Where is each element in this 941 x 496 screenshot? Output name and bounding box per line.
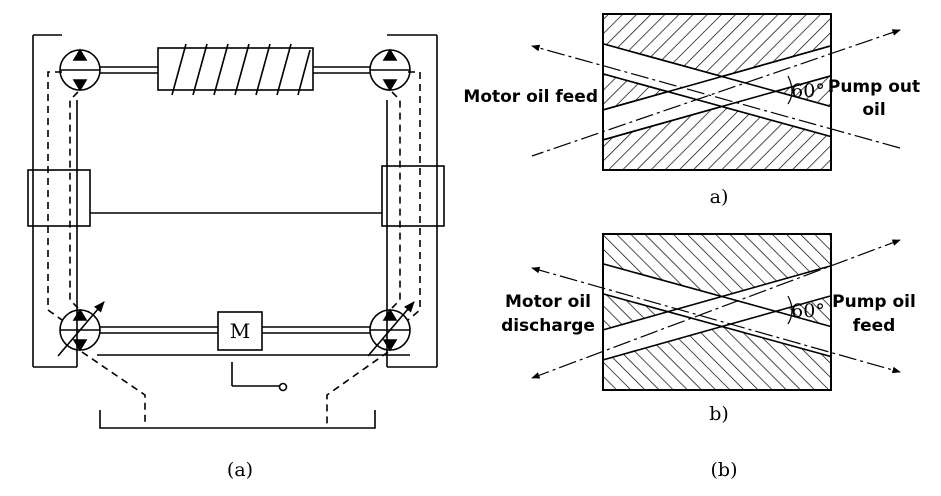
valve-section-b: [531, 233, 901, 391]
spring-coil: [171, 43, 311, 96]
angle-label-b: 60°: [791, 300, 825, 322]
spring-coil-body: [157, 47, 314, 91]
drain-lines: [81, 351, 389, 425]
caption-sub-b: b): [709, 403, 729, 425]
terminal-dot: [278, 382, 288, 392]
caption-sub-a: a): [710, 186, 729, 208]
top-right-hydraulic-motor: [369, 48, 411, 92]
label-motor-oil-discharge-line1: Motor oil: [505, 292, 591, 312]
electric-motor-box: [217, 311, 263, 351]
top-left-hydraulic-motor: [59, 48, 101, 92]
valve-section-a: [531, 13, 901, 171]
label-motor-oil-discharge-line2: discharge: [501, 316, 595, 336]
caption-left: (a): [227, 459, 253, 481]
label-motor-oil-feed: Motor oil feed: [463, 87, 598, 107]
label-pump-out-line2: oil: [862, 100, 885, 120]
hydraulic-circuit-diagram: [27, 34, 445, 429]
oil-tank: [99, 410, 376, 429]
label-pump-oil-feed-line2: feed: [853, 316, 896, 336]
bottom-right-variable-pump: [367, 301, 415, 357]
label-pump-oil-feed-line1: Pump oil: [832, 292, 916, 312]
pipe-lines: [47, 71, 421, 321]
angle-label-a: 60°: [791, 80, 825, 102]
bottom-left-variable-pump: [57, 301, 105, 357]
right-clamp-block: [381, 165, 445, 227]
motor-label: M: [230, 319, 250, 343]
label-pump-out-line1: Pump out: [828, 77, 920, 97]
left-clamp-block: [27, 169, 91, 227]
caption-right: (b): [711, 459, 738, 481]
